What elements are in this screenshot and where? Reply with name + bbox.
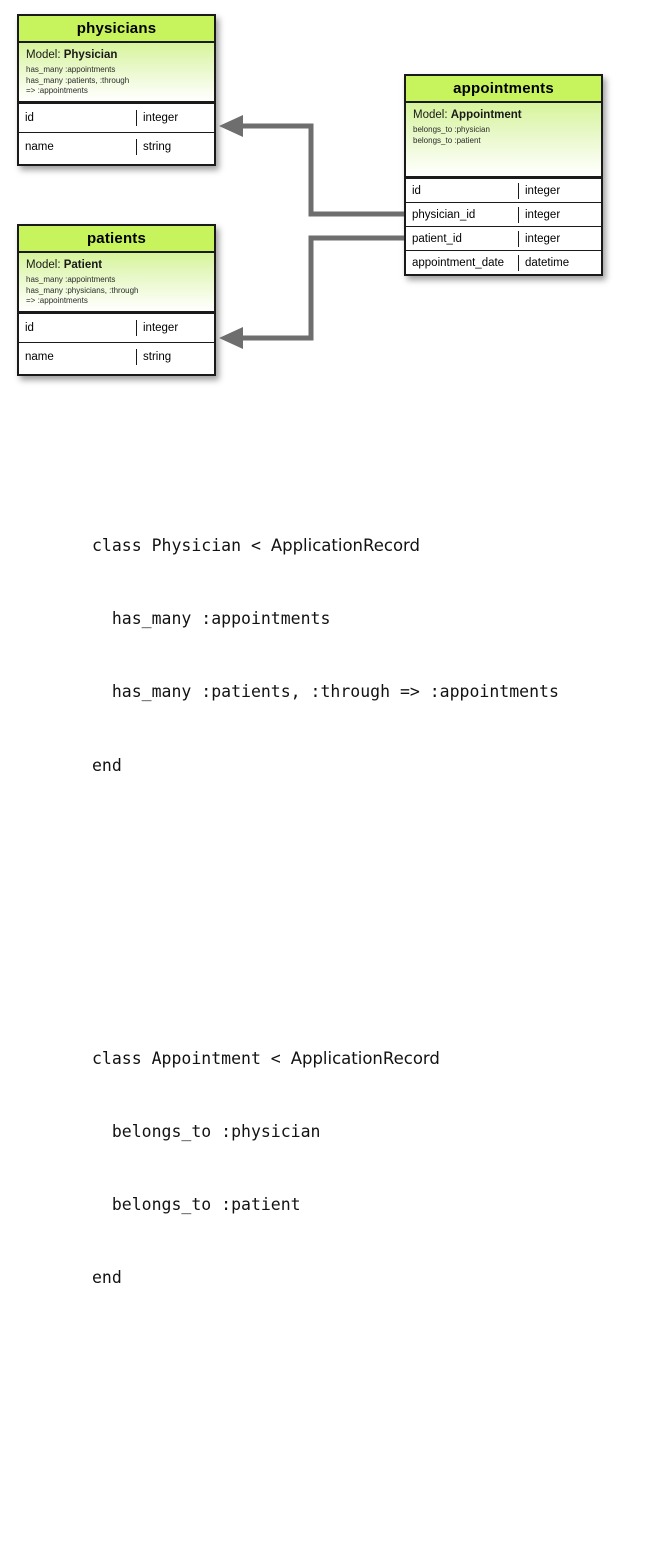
code-block-appointment: class Appointment < ApplicationRecord be… <box>92 998 652 1340</box>
entity-physicians-title: physicians <box>19 16 214 43</box>
field-type: integer <box>143 112 179 124</box>
arrowhead-icon <box>219 327 243 349</box>
arrowhead-icon <box>219 115 243 137</box>
association-line: => :appointments <box>26 296 88 305</box>
association-line: belongs_to :physician <box>413 125 490 134</box>
field-type: datetime <box>525 256 570 269</box>
code-block-physician: class Physician < ApplicationRecord has_… <box>92 485 652 827</box>
code-line: class Physician < ApplicationRecord <box>92 534 652 558</box>
model-name: Physician <box>63 49 118 61</box>
entity-appointments-model: Model: Appointment belongs_to :physician… <box>406 103 601 178</box>
model-label: Model: <box>413 109 448 121</box>
association-line: => :appointments <box>26 86 88 95</box>
field-type: integer <box>525 232 561 245</box>
table-row: id integer <box>406 178 601 202</box>
code-line: class Appointment < ApplicationRecord <box>92 1047 652 1071</box>
model-line: Model: Patient <box>26 258 208 272</box>
entity-patients[interactable]: patients Model: Patient has_many :appoin… <box>17 224 216 376</box>
code-line: belongs_to :patient <box>92 1195 301 1214</box>
field-name: id <box>19 320 137 336</box>
association-line: has_many :appointments <box>26 275 116 284</box>
code-line: has_many :patients, :through => :appoint… <box>92 682 559 702</box>
association-line: has_many :patients, :through <box>26 75 130 85</box>
code-line: belongs_to :physician <box>92 1121 321 1141</box>
entity-physicians-model: Model: Physician has_many :appointments … <box>19 43 214 103</box>
code-block: class Physician < ApplicationRecord has_… <box>92 412 652 1556</box>
entity-physicians[interactable]: physicians Model: Physician has_many :ap… <box>17 14 216 166</box>
code-blank-line <box>92 900 652 924</box>
table-row: name string <box>19 132 214 161</box>
field-name: physician_id <box>406 206 519 223</box>
association-line: has_many :physicians, :through <box>26 285 139 295</box>
table-row: name string <box>19 342 214 371</box>
model-label: Model: <box>26 49 61 61</box>
relation-appointments-patient-id-to-patients-id <box>219 235 404 349</box>
entity-appointments[interactable]: appointments Model: Appointment belongs_… <box>404 74 603 276</box>
code-line: has_many :appointments <box>92 609 331 629</box>
model-line: Model: Physician <box>26 48 208 62</box>
model-name: Appointment <box>450 109 522 121</box>
field-type: string <box>143 141 172 153</box>
field-name: name <box>19 139 137 155</box>
field-type: integer <box>525 208 561 221</box>
field-type: string <box>143 351 172 363</box>
code-class-name: ApplicationRecord <box>270 536 421 556</box>
table-row: physician_id integer <box>406 202 601 226</box>
model-name: Patient <box>63 259 103 271</box>
code-line: end <box>92 1268 122 1288</box>
code-class-name: ApplicationRecord <box>290 1048 440 1068</box>
code-blank-line <box>92 1413 652 1437</box>
entity-patients-title: patients <box>19 226 214 253</box>
field-type: integer <box>525 184 561 197</box>
table-row: patient_id integer <box>406 226 601 250</box>
table-row: id integer <box>19 313 214 342</box>
code-line: end <box>92 755 122 775</box>
association-line: has_many :appointments <box>26 65 116 74</box>
field-name: appointment_date <box>406 254 519 271</box>
field-name: patient_id <box>406 230 519 247</box>
entity-appointments-title: appointments <box>406 76 601 103</box>
code-block-patient: class Patient < ApplicationRecord has_ma… <box>92 1510 652 1556</box>
code-text: class Physician < <box>92 536 271 556</box>
er-diagram: physicians Model: Physician has_many :ap… <box>0 0 657 400</box>
model-label: Model: <box>26 259 61 271</box>
table-row: appointment_date datetime <box>406 250 601 274</box>
field-name: name <box>19 349 137 365</box>
relation-appointments-physician-id-to-physicians-id <box>219 115 404 217</box>
field-name: id <box>406 182 519 199</box>
code-text: class Appointment < <box>92 1048 291 1068</box>
model-line: Model: Appointment <box>413 108 595 122</box>
association-line: belongs_to :patient <box>413 135 481 145</box>
entity-patients-model: Model: Patient has_many :appointments ha… <box>19 253 214 313</box>
table-row: id integer <box>19 103 214 132</box>
field-name: id <box>19 110 137 126</box>
field-type: integer <box>143 322 179 334</box>
